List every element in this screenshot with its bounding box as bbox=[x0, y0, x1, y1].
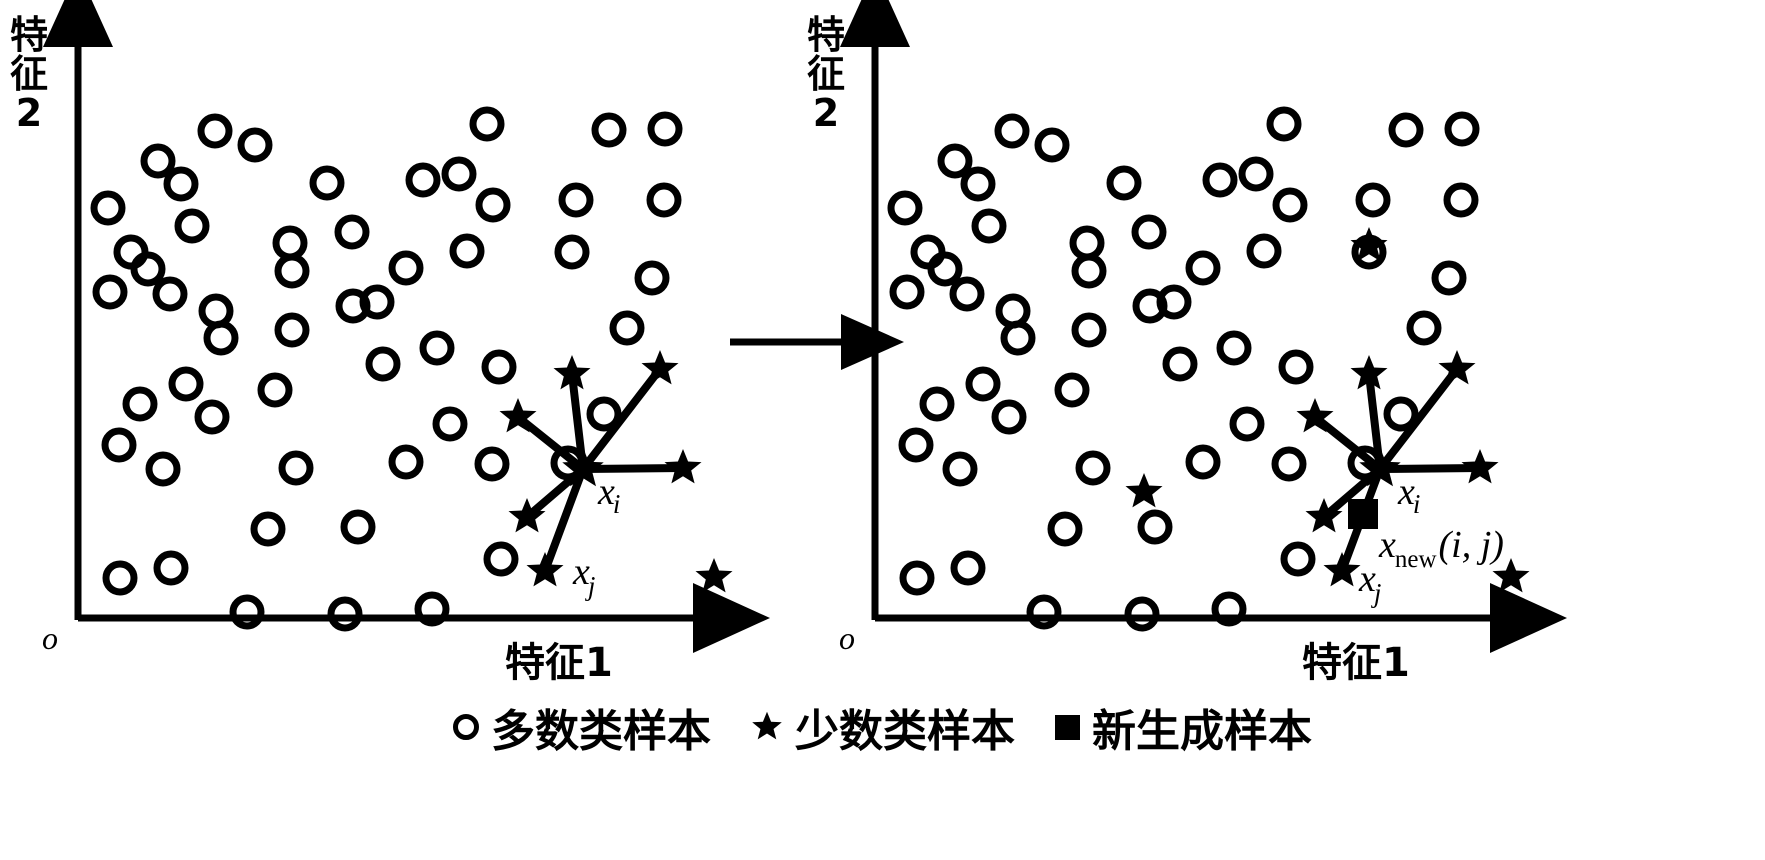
legend-item-synthetic: 新生成样本 bbox=[1055, 695, 1312, 759]
y-axis-label-right: 特 征 2 bbox=[806, 13, 845, 135]
legend-item-majority: 多数类样本 bbox=[453, 695, 711, 759]
x-axis-label-right: 特征1 bbox=[1302, 640, 1410, 686]
legend-label-majority: 多数类样本 bbox=[491, 706, 711, 757]
axis-right-panel bbox=[840, 0, 1567, 653]
x-axis-label-left: 特征1 bbox=[505, 640, 613, 686]
origin-label-left: o bbox=[42, 620, 58, 656]
legend-label-minority: 少数类样本 bbox=[795, 706, 1015, 757]
neighbor-links-left bbox=[514, 365, 687, 575]
star-filled-icon bbox=[751, 711, 783, 743]
neighbor-label-left: xj bbox=[573, 551, 596, 601]
legend-label-synthetic: 新生成样本 bbox=[1092, 706, 1312, 757]
axis-left-panel bbox=[43, 0, 770, 653]
legend: 多数类样本 少数类样本 新生成样本 bbox=[0, 695, 1765, 759]
square-filled-icon bbox=[1055, 714, 1080, 740]
synthetic-sample-label: xnew(i, j) bbox=[1379, 524, 1504, 573]
neighbor-label-right: xj bbox=[1359, 558, 1382, 608]
circle-outline-icon bbox=[453, 714, 479, 740]
center-label-left: xi bbox=[598, 471, 621, 519]
majority-points-left bbox=[90, 106, 683, 632]
majority-points-right bbox=[887, 106, 1480, 632]
origin-label-right: o bbox=[839, 620, 855, 656]
panel-right bbox=[840, 0, 1567, 653]
center-label-right: xi bbox=[1398, 471, 1421, 519]
panel-left bbox=[43, 0, 1163, 653]
y-axis-label-left: 特 征 2 bbox=[9, 13, 48, 135]
synthetic-sample-square bbox=[1348, 499, 1378, 529]
legend-item-minority: 少数类样本 bbox=[751, 695, 1015, 759]
